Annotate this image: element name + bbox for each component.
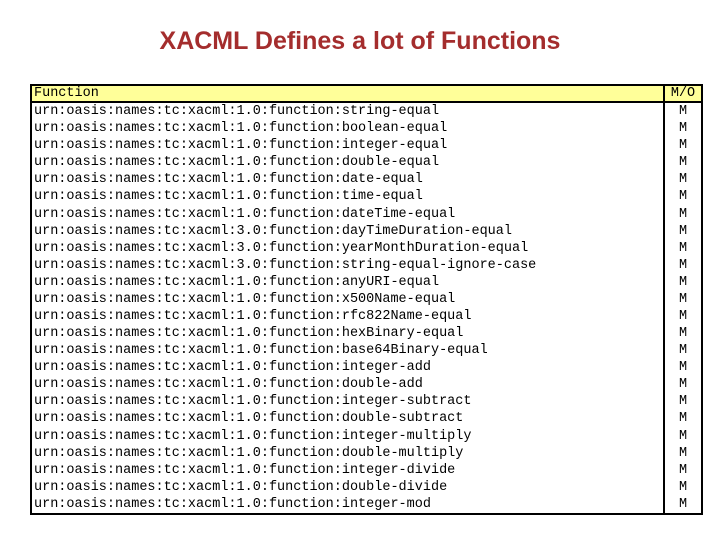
table-row: urn:oasis:names:tc:xacml:1.0:function:x5… [32, 290, 701, 308]
function-urn: urn:oasis:names:tc:xacml:1.0:function:rf… [34, 308, 472, 324]
function-urn: urn:oasis:names:tc:xacml:1.0:function:do… [34, 479, 448, 495]
table-row: urn:oasis:names:tc:xacml:1.0:function:do… [32, 444, 701, 462]
function-urn: urn:oasis:names:tc:xacml:1.0:function:in… [34, 428, 472, 444]
mo-value: M [663, 307, 701, 326]
function-urn: urn:oasis:names:tc:xacml:1.0:function:in… [34, 394, 472, 410]
table-row: urn:oasis:names:tc:xacml:1.0:function:st… [32, 103, 701, 121]
table-row: urn:oasis:names:tc:xacml:1.0:function:an… [32, 273, 701, 291]
column-header-mo: M/O [663, 86, 701, 101]
mo-value: M [663, 273, 701, 291]
function-urn: urn:oasis:names:tc:xacml:3.0:function:st… [34, 257, 537, 273]
function-urn: urn:oasis:names:tc:xacml:1.0:function:in… [34, 496, 431, 512]
mo-value: M [663, 171, 701, 189]
function-urn: urn:oasis:names:tc:xacml:1.0:function:in… [34, 138, 448, 154]
function-urn: urn:oasis:names:tc:xacml:1.0:function:an… [34, 274, 440, 290]
mo-value: M [663, 461, 701, 479]
mo-value: M [663, 239, 701, 257]
function-urn: urn:oasis:names:tc:xacml:1.0:function:ti… [34, 189, 423, 205]
function-urn: urn:oasis:names:tc:xacml:1.0:function:do… [34, 377, 423, 393]
mo-value: M [663, 256, 701, 274]
function-urn: urn:oasis:names:tc:xacml:1.0:function:do… [34, 411, 464, 427]
mo-value: M [663, 444, 701, 462]
mo-value: M [663, 376, 701, 394]
function-urn: urn:oasis:names:tc:xacml:1.0:function:do… [34, 445, 464, 461]
function-urn: urn:oasis:names:tc:xacml:1.0:function:ba… [34, 343, 488, 359]
table-row: urn:oasis:names:tc:xacml:3.0:function:st… [32, 256, 701, 274]
table-row: urn:oasis:names:tc:xacml:1.0:function:he… [32, 325, 701, 343]
mo-value: M [663, 222, 701, 240]
mo-value: M [663, 137, 701, 155]
mo-value: M [663, 410, 701, 428]
table-row: urn:oasis:names:tc:xacml:1.0:function:ba… [32, 342, 701, 360]
column-header-function: Function [34, 86, 99, 101]
function-urn: urn:oasis:names:tc:xacml:3.0:function:da… [34, 223, 512, 239]
table-row: urn:oasis:names:tc:xacml:3.0:function:da… [32, 222, 701, 240]
mo-value: M [663, 120, 701, 138]
table-row: urn:oasis:names:tc:xacml:1.0:function:do… [32, 478, 701, 496]
page-title: XACML Defines a lot of Functions [159, 27, 561, 55]
function-urn: urn:oasis:names:tc:xacml:1.0:function:x5… [34, 291, 456, 307]
mo-value: M [663, 290, 701, 308]
function-urn: urn:oasis:names:tc:xacml:1.0:function:he… [34, 326, 464, 342]
table-row: urn:oasis:names:tc:xacml:1.0:function:do… [32, 376, 701, 394]
mo-value: M [663, 342, 701, 360]
mo-value: M [663, 154, 701, 172]
table-header-row: Function M/O [32, 86, 701, 103]
mo-value: M [663, 393, 701, 411]
function-urn: urn:oasis:names:tc:xacml:1.0:function:in… [34, 462, 456, 478]
mo-value: M [663, 103, 701, 121]
table-row: urn:oasis:names:tc:xacml:1.0:function:ti… [32, 188, 701, 206]
mo-value: M [663, 359, 701, 377]
table-row: urn:oasis:names:tc:xacml:1.0:function:in… [32, 427, 701, 445]
mo-value: M [663, 325, 701, 343]
table-row: urn:oasis:names:tc:xacml:1.0:function:in… [32, 495, 701, 513]
mo-value: M [663, 188, 701, 206]
table-row: urn:oasis:names:tc:xacml:1.0:function:in… [32, 359, 701, 377]
table-row: urn:oasis:names:tc:xacml:1.0:function:in… [32, 137, 701, 155]
table-row: urn:oasis:names:tc:xacml:3.0:function:ye… [32, 239, 701, 257]
function-urn: urn:oasis:names:tc:xacml:1.0:function:bo… [34, 121, 448, 137]
function-urn: urn:oasis:names:tc:xacml:1.0:function:in… [34, 360, 431, 376]
mo-value: M [663, 495, 701, 513]
mo-value: M [663, 478, 701, 496]
function-urn: urn:oasis:names:tc:xacml:1.0:function:da… [34, 206, 456, 222]
function-urn: urn:oasis:names:tc:xacml:1.0:function:do… [34, 155, 440, 171]
table-row: urn:oasis:names:tc:xacml:1.0:function:rf… [32, 307, 701, 326]
mo-value: M [663, 205, 701, 223]
function-urn: urn:oasis:names:tc:xacml:3.0:function:ye… [34, 240, 529, 256]
table-row: urn:oasis:names:tc:xacml:1.0:function:bo… [32, 120, 701, 138]
functions-table: Function M/O urn:oasis:names:tc:xacml:1.… [30, 84, 703, 515]
table-row: urn:oasis:names:tc:xacml:1.0:function:in… [32, 393, 701, 411]
table-row: urn:oasis:names:tc:xacml:1.0:function:da… [32, 205, 701, 223]
function-urn: urn:oasis:names:tc:xacml:1.0:function:da… [34, 172, 423, 188]
function-urn: urn:oasis:names:tc:xacml:1.0:function:st… [34, 104, 440, 120]
table-row: urn:oasis:names:tc:xacml:1.0:function:da… [32, 171, 701, 189]
table-row: urn:oasis:names:tc:xacml:1.0:function:do… [32, 154, 701, 172]
table-row: urn:oasis:names:tc:xacml:1.0:function:in… [32, 461, 701, 479]
table-row: urn:oasis:names:tc:xacml:1.0:function:do… [32, 410, 701, 428]
mo-value: M [663, 427, 701, 445]
